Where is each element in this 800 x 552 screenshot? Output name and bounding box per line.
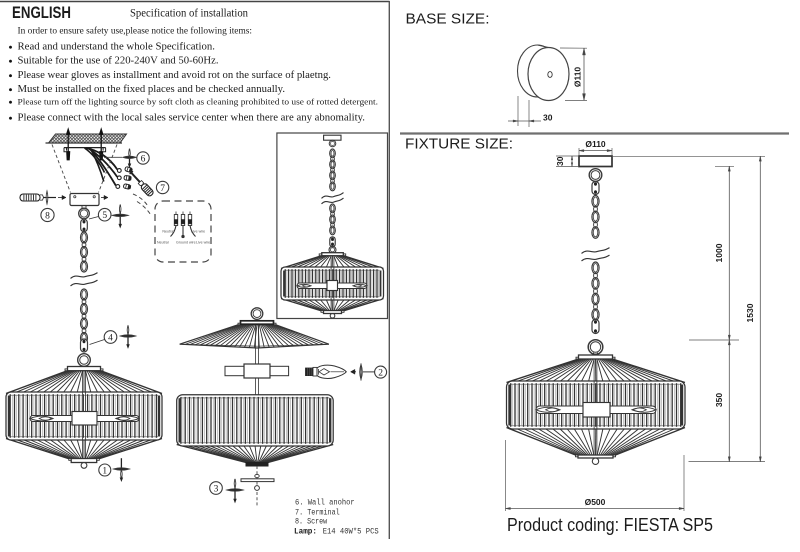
svg-text:Lamp:: Lamp:	[294, 526, 317, 536]
svg-text:Read and understand the whole: Read and understand the whole Specificat…	[18, 42, 216, 53]
svg-text:2: 2	[378, 369, 383, 379]
svg-text:Suitable for the use of 220-24: Suitable for the use of 220-240V and 50-…	[18, 56, 219, 67]
svg-text:1000: 1000	[714, 243, 724, 262]
svg-text:In order to ensure safety use,: In order to ensure safety use,please not…	[18, 26, 253, 37]
svg-text:ENGLISH: ENGLISH	[12, 4, 71, 22]
svg-text:FIXTURE SIZE:: FIXTURE SIZE:	[405, 135, 513, 152]
svg-text:7. Terminal: 7. Terminal	[295, 507, 340, 517]
svg-text:Live wire: Live wire	[191, 230, 205, 234]
svg-text:Ø500: Ø500	[585, 497, 606, 507]
svg-text:Ø110: Ø110	[573, 67, 583, 88]
svg-text:Neutral: Neutral	[157, 241, 169, 245]
svg-text:6: 6	[141, 154, 146, 164]
svg-text:1: 1	[102, 466, 107, 476]
svg-text:Product coding: FIESTA SP5: Product coding: FIESTA SP5	[507, 514, 713, 535]
svg-text:Neutral: Neutral	[162, 230, 174, 234]
svg-text:7: 7	[160, 184, 165, 194]
svg-text:1530: 1530	[745, 303, 755, 322]
svg-text:Ground wire: Ground wire	[176, 241, 196, 245]
svg-text:350: 350	[714, 393, 724, 407]
svg-text:3: 3	[214, 484, 219, 494]
svg-text:BASE SIZE:: BASE SIZE:	[406, 11, 490, 28]
svg-text:30: 30	[543, 113, 553, 123]
svg-text:5: 5	[102, 211, 107, 221]
svg-text:Ø110: Ø110	[585, 139, 606, 149]
svg-text:6. Wall anohor: 6. Wall anohor	[295, 498, 355, 508]
svg-text:4: 4	[108, 333, 113, 343]
svg-text:8. Screw: 8. Screw	[295, 517, 327, 527]
svg-text:30: 30	[555, 156, 565, 166]
svg-text:Must be installed on the fixed: Must be installed on the fixed places an…	[18, 84, 286, 95]
svg-text:8: 8	[45, 211, 50, 221]
svg-text:Please connect with the local: Please connect with the local sales serv…	[18, 113, 366, 124]
svg-text:Please wear gloves as installm: Please wear gloves as installment and av…	[18, 70, 332, 81]
svg-text:E14 40W*5 PCS: E14 40W*5 PCS	[323, 526, 379, 536]
svg-text:Specification of installation: Specification of installation	[130, 6, 248, 20]
svg-text:Live wire: Live wire	[196, 241, 210, 245]
svg-text:Please turn off the lighting s: Please turn off the lighting source by s…	[18, 97, 379, 107]
